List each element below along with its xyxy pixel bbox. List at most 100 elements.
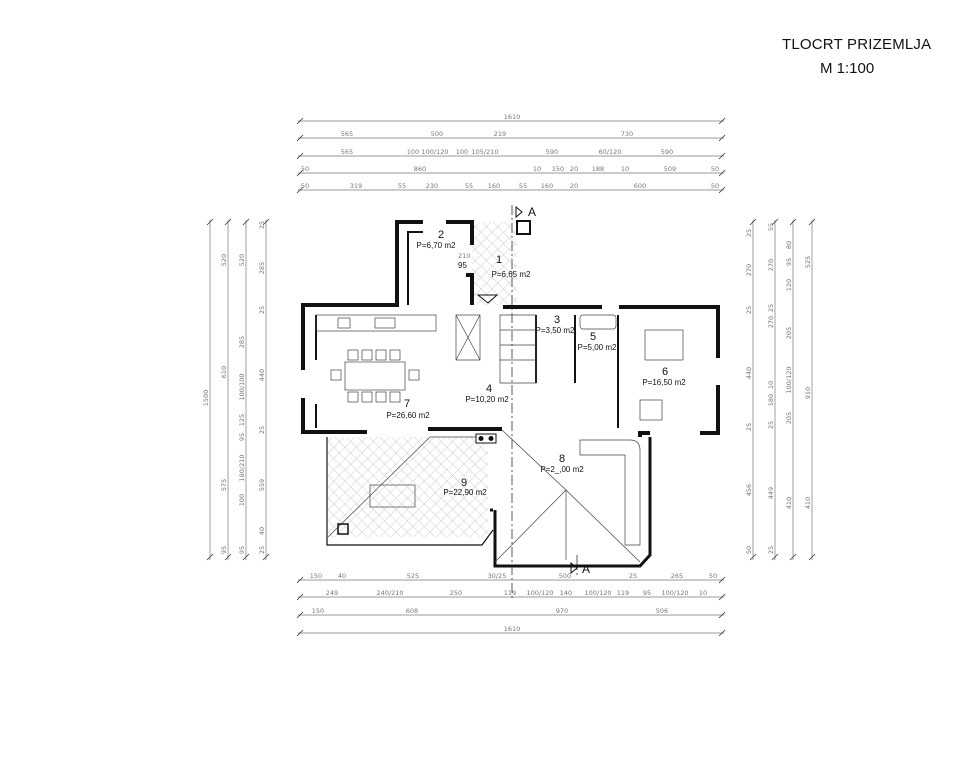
dimension-label: 25 — [258, 426, 266, 434]
dimension-label: 10 — [699, 589, 707, 597]
dimension-label: 55 — [767, 223, 775, 231]
room-number: 1 — [496, 254, 502, 266]
dimension-label: 50 — [301, 182, 309, 190]
room-area: P=6,70 m2 — [417, 241, 456, 250]
dimension-label: 120 — [785, 279, 793, 291]
dimension-tick — [718, 169, 726, 177]
dimension-tick — [224, 553, 232, 561]
dimension-tick — [718, 576, 726, 584]
dimension-label: 95 — [238, 433, 246, 441]
dimension-label: 125 — [238, 414, 246, 426]
dimension-label: 95 — [643, 589, 651, 597]
dimension-label: 230 — [426, 182, 438, 190]
room-area: P=22,90 m2 — [443, 488, 487, 497]
dimension-tick — [718, 134, 726, 142]
dimension-tick — [296, 611, 304, 619]
entrance-hatch — [472, 222, 517, 305]
dimension-label: 10 — [533, 165, 541, 173]
dimension-tick — [206, 553, 214, 561]
dimension-label: 20 — [570, 165, 578, 173]
dimension-label: 180 — [767, 394, 775, 406]
dimension-label: 240/210 — [376, 589, 403, 597]
dimension-label: 95 — [220, 546, 228, 554]
dimension-label: 100/120 — [584, 589, 611, 597]
section-line — [511, 205, 578, 600]
dimension-label: 60/120 — [599, 148, 622, 156]
bed — [644, 329, 684, 361]
dimension-label: 520 — [220, 254, 228, 266]
dimension-label: 100 — [407, 148, 419, 156]
dimension-tick — [296, 576, 304, 584]
dimension-label: 860 — [414, 165, 426, 173]
dimension-label: 95 — [785, 258, 793, 266]
dimension-label: 575 — [220, 479, 228, 491]
dimension-label: 55 — [398, 182, 406, 190]
dimension-label: 590 — [546, 148, 558, 156]
room-number: 3 — [554, 314, 560, 326]
section-label-bottom: A — [582, 562, 590, 576]
dimension-label: 270 — [767, 316, 775, 328]
dimension-label: 590 — [661, 148, 673, 156]
dining-chairs — [330, 349, 420, 403]
door-height-label: 210 — [458, 252, 470, 260]
dimension-tick — [262, 218, 270, 226]
dimension-tick — [296, 134, 304, 142]
room-area: P=10,20 m2 — [465, 395, 509, 404]
dimension-tick — [789, 218, 797, 226]
dimension-label: 600 — [634, 182, 646, 190]
column — [337, 523, 349, 535]
dimension-tick — [718, 611, 726, 619]
dimension-label: 1610 — [504, 625, 521, 633]
section-arrow-icon — [515, 205, 523, 219]
dimension-label: 80 — [785, 241, 793, 249]
dimension-label: 565 — [341, 148, 353, 156]
dimension-tick — [296, 169, 304, 177]
dimension-label: 25 — [745, 306, 753, 314]
dimension-tick — [224, 218, 232, 226]
room-area: P=5,00 m2 — [578, 343, 617, 352]
desk — [639, 399, 663, 421]
dimension-label: 188 — [592, 165, 604, 173]
terrace-table — [369, 484, 416, 508]
dimension-label: 205 — [785, 327, 793, 339]
dimension-label: 50 — [745, 546, 753, 554]
dimension-tick — [262, 553, 270, 561]
dimension-label: 25 — [258, 221, 266, 229]
dimension-tick — [296, 186, 304, 194]
dimension-label: 506 — [656, 607, 668, 615]
room-number: 6 — [662, 366, 668, 378]
dimension-label: 25 — [767, 421, 775, 429]
dimension-label: 100 — [456, 148, 468, 156]
room-area: P=16,50 m2 — [642, 378, 686, 387]
dimension-label: 25 — [258, 306, 266, 314]
dimension-label: 559 — [258, 479, 266, 491]
entrance-arrow-icon — [476, 294, 499, 304]
dimension-tick — [718, 186, 726, 194]
dimension-label: 100/120 — [421, 148, 448, 156]
dimension-label: 50 — [709, 572, 717, 580]
dimension-label: 160 — [488, 182, 500, 190]
room-number: 5 — [590, 331, 596, 343]
dimension-label: 25 — [745, 423, 753, 431]
dimension-label: 456 — [745, 484, 753, 496]
dimension-tick — [296, 593, 304, 601]
dimension-label: 25 — [745, 229, 753, 237]
dimension-tick — [296, 629, 304, 637]
dimension-tick — [718, 629, 726, 637]
terrace-hatch — [328, 437, 488, 537]
dimension-label: 608 — [406, 607, 418, 615]
dimension-label: 55 — [519, 182, 527, 190]
dimension-label: 1610 — [504, 113, 521, 121]
room-area: P=26,60 m2 — [386, 411, 430, 420]
dimension-label: 25 — [767, 304, 775, 312]
dimension-label: 25 — [629, 572, 637, 580]
door-width-label: 95 — [458, 261, 467, 270]
drawing-title: TLOCRT PRIZEMLJA — [782, 36, 932, 53]
dimension-tick — [771, 553, 779, 561]
walls — [301, 220, 720, 568]
dimension-label: 100/100 — [238, 373, 246, 400]
dimension-label: 140 — [560, 589, 572, 597]
dimension-tick — [242, 553, 250, 561]
